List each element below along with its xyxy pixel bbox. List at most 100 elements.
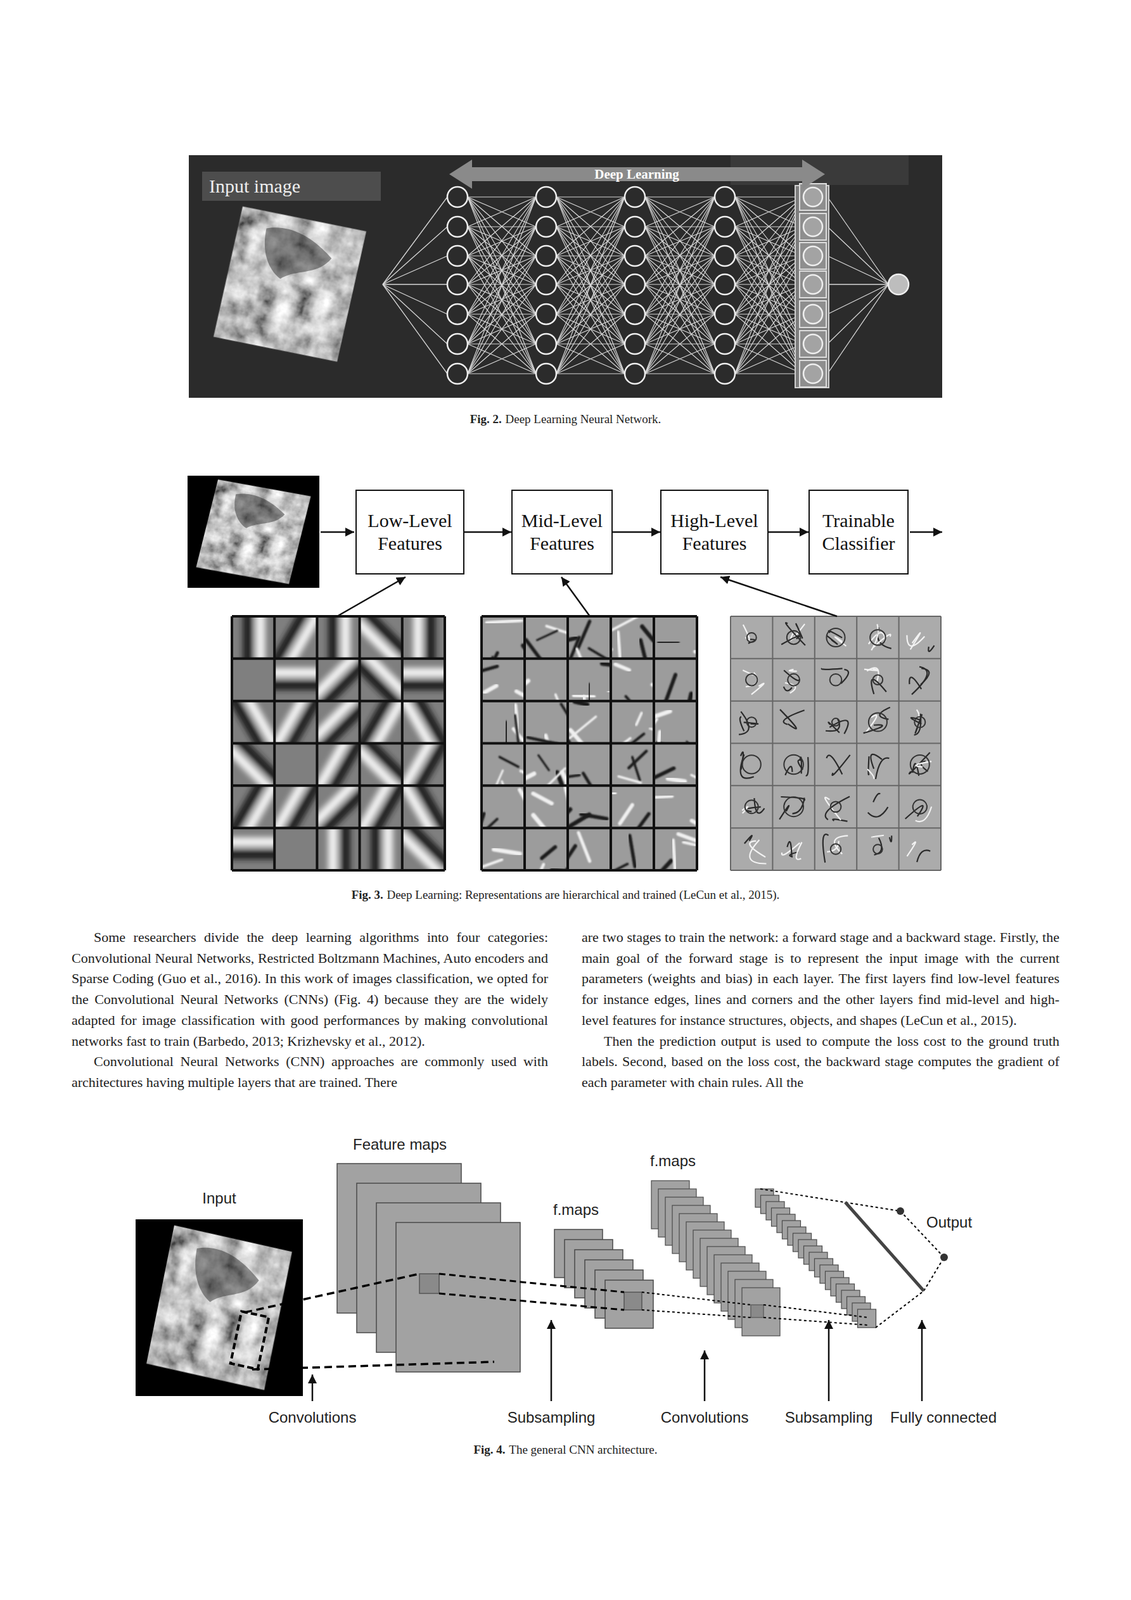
object-stroke [745,800,759,814]
object-stroke [831,755,850,776]
filter-cell [730,701,773,744]
network-link [734,197,803,227]
body-paragraph: Some researchers divide the deep learnin… [71,927,549,1052]
network-link [645,284,715,315]
neuron [624,333,646,355]
network-link [556,197,625,345]
neuron [624,363,646,384]
object-stroke [796,842,803,860]
network-link [467,197,537,315]
filter-cell [856,658,899,702]
network-link [645,197,715,315]
cell-ground [814,785,857,829]
object-stroke [873,844,883,855]
neuron [447,333,468,355]
network-link [556,226,625,256]
filter-band [359,668,488,678]
operation-label: Convolutions [660,1409,749,1427]
network-link [734,314,803,374]
neuron [803,274,823,294]
cell-ground [814,743,857,787]
filter-cell [730,616,773,659]
filter-cell [856,828,899,871]
network-link [382,255,448,285]
network-link [645,197,715,256]
filter-cell [899,828,941,871]
neuron [803,217,823,237]
neuron [714,274,735,295]
neuron [447,363,468,384]
network-link [734,226,803,256]
object-stroke [906,842,915,857]
network-link [556,284,625,374]
object-stroke [789,669,798,672]
texture-stroke [555,638,577,644]
cell-ground [653,743,697,787]
object-stroke [911,667,927,696]
network-link [467,226,537,374]
network-link [467,197,537,227]
feature-box: Low-Level Features [355,489,465,575]
object-stroke [745,672,758,687]
neuron [536,304,557,325]
dashed-projection [252,1362,495,1370]
cell-ground [524,743,568,787]
network-link [467,226,537,256]
network-link [645,314,715,374]
neuron [624,186,646,208]
operation-label: Fully connected [890,1409,997,1427]
pointer-arrow [828,1320,831,1402]
filter-cell [772,701,815,744]
network-link [734,284,803,374]
grid-line [231,869,445,872]
cell-ground [814,701,857,744]
object-stroke [825,796,850,820]
filter-cell [610,743,654,787]
cell-ground [481,658,525,702]
cell-ground [856,785,899,829]
texture-stroke [578,833,590,862]
dotted-connection [923,1257,945,1292]
network-link [556,197,625,227]
grid-line [231,657,445,661]
neuron-cell [799,330,827,358]
cell-ground [524,616,568,659]
network-link [827,283,889,285]
network-link [467,284,537,315]
grid-line [730,658,941,660]
object-stroke [868,807,889,818]
dotted-projection [763,1317,869,1326]
neuron [447,304,468,325]
cell-ground [359,828,403,871]
cell-ground [481,785,525,829]
feature-map [396,1222,521,1373]
network-link [467,197,537,374]
neuron [536,216,557,237]
network-link [467,284,537,315]
filter-cell [555,785,611,832]
neuron [803,187,823,207]
texture-stroke [641,626,654,641]
object-stroke [786,631,801,646]
dotted-projection [763,1305,869,1318]
texture-stroke [657,861,671,876]
object-stroke [871,624,879,651]
neuron [803,304,823,324]
grid-line [730,743,941,745]
network-link [467,226,537,374]
cell-ground [231,616,275,659]
object-stroke [825,719,840,732]
filter-band [371,804,469,902]
texture-stroke [636,713,642,726]
output-unit [896,1207,905,1216]
figure-caption: Fig. 2.Deep Learning Neural Network. [0,411,1131,428]
network-link [467,284,537,374]
filter-cell [359,658,488,702]
neuron [803,246,823,266]
network-link [734,197,803,315]
network-link [827,197,889,285]
network-link [734,373,803,374]
network-link [556,314,625,374]
text-column: Some researchers divide the deep learnin… [71,927,549,1094]
flow-arrow [909,531,943,534]
